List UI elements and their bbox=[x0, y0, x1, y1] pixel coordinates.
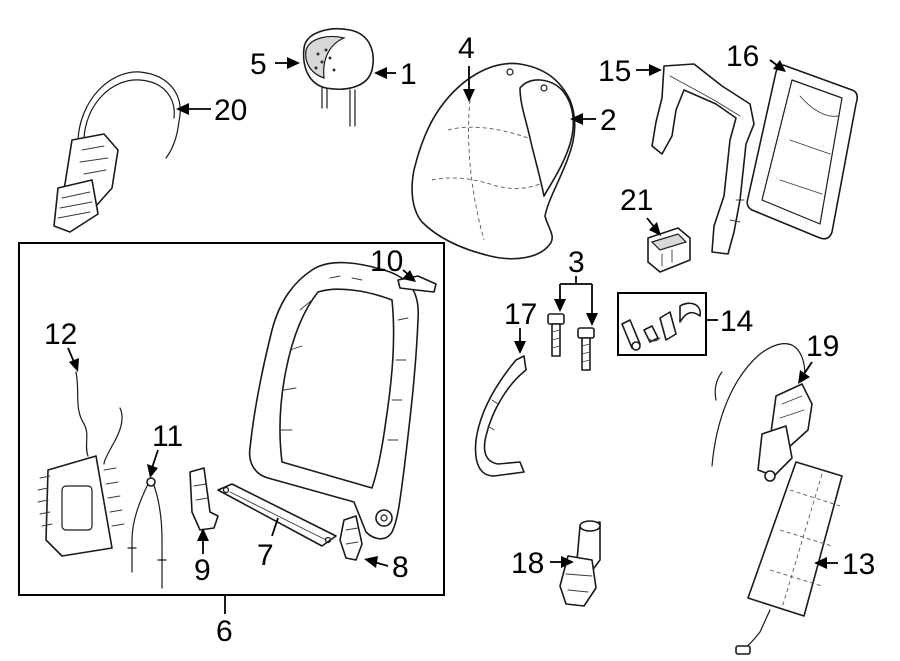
svg-text:18: 18 bbox=[511, 547, 544, 580]
part-switch bbox=[647, 227, 691, 273]
callout-18: 18 bbox=[511, 547, 574, 580]
part-headrest bbox=[302, 28, 374, 127]
svg-text:20: 20 bbox=[214, 94, 247, 127]
svg-text:15: 15 bbox=[598, 55, 631, 88]
part-hardware-kit bbox=[617, 292, 707, 356]
svg-text:6: 6 bbox=[216, 615, 233, 648]
svg-text:3: 3 bbox=[568, 246, 585, 279]
svg-text:12: 12 bbox=[44, 318, 77, 351]
part-side-trim-panel bbox=[651, 63, 755, 255]
svg-text:9: 9 bbox=[194, 554, 211, 587]
frame-assembly-box: 12 11 9 bbox=[18, 242, 445, 596]
callout-6: 6 bbox=[216, 595, 233, 648]
callout-19: 19 bbox=[798, 330, 839, 384]
svg-text:7: 7 bbox=[257, 539, 274, 572]
part-seatback-frame bbox=[248, 261, 420, 540]
svg-text:13: 13 bbox=[842, 548, 875, 581]
svg-text:2: 2 bbox=[600, 104, 617, 137]
callout-16: 16 bbox=[726, 40, 786, 73]
part-lumbar-support bbox=[37, 371, 125, 557]
part-heating-pad bbox=[735, 461, 843, 655]
callout-14: 14 bbox=[706, 305, 753, 338]
callout-17: 17 bbox=[504, 298, 537, 354]
callout-8: 8 bbox=[364, 551, 409, 584]
callout-20: 20 bbox=[176, 94, 247, 127]
callout-12: 12 bbox=[44, 318, 79, 372]
part-side-bracket bbox=[339, 515, 363, 561]
callout-9: 9 bbox=[194, 528, 211, 587]
svg-text:16: 16 bbox=[726, 40, 759, 73]
svg-text:10: 10 bbox=[370, 245, 403, 278]
svg-text:8: 8 bbox=[392, 551, 409, 584]
callout-3: 3 bbox=[554, 246, 598, 326]
part-seatback-cushion bbox=[411, 62, 576, 260]
callout-21: 21 bbox=[620, 184, 661, 236]
svg-text:11: 11 bbox=[152, 420, 183, 453]
callout-4: 4 bbox=[458, 32, 475, 102]
part-recliner-motor-cable bbox=[711, 343, 813, 482]
part-cable bbox=[127, 477, 167, 589]
part-bolts bbox=[547, 313, 595, 371]
svg-text:4: 4 bbox=[458, 32, 475, 65]
callout-2: 2 bbox=[570, 104, 617, 137]
callout-1: 1 bbox=[374, 58, 417, 91]
svg-text:19: 19 bbox=[806, 330, 839, 363]
callout-5: 5 bbox=[250, 48, 300, 81]
part-back-panel bbox=[746, 64, 858, 240]
part-lumbar-motor-cable bbox=[53, 71, 181, 233]
part-support-bar bbox=[217, 483, 337, 547]
callout-13: 13 bbox=[814, 548, 875, 581]
svg-text:21: 21 bbox=[620, 184, 653, 217]
svg-text:5: 5 bbox=[250, 48, 267, 81]
svg-text:14: 14 bbox=[720, 305, 753, 338]
part-bracket bbox=[474, 355, 527, 477]
callout-15: 15 bbox=[598, 55, 662, 88]
svg-text:1: 1 bbox=[400, 58, 417, 91]
svg-text:17: 17 bbox=[504, 298, 537, 331]
part-guide bbox=[189, 467, 219, 531]
part-seat-motor bbox=[559, 520, 601, 607]
callout-10: 10 bbox=[370, 245, 416, 282]
callout-11: 11 bbox=[147, 420, 183, 478]
callout-7: 7 bbox=[257, 517, 279, 572]
